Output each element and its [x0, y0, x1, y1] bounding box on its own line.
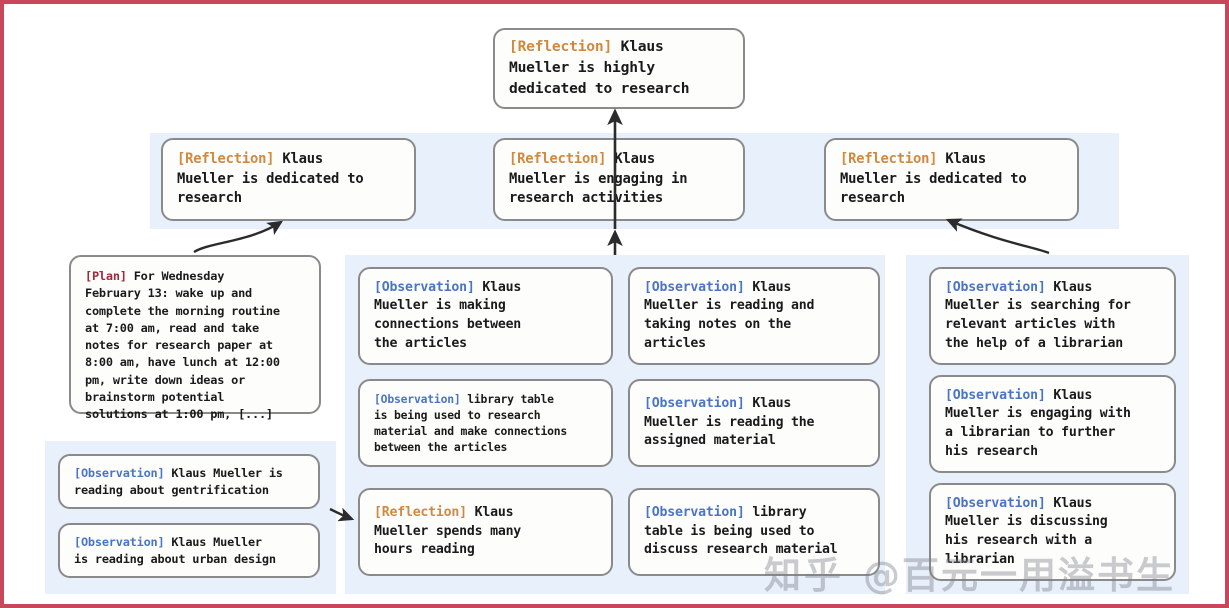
tag-observation: [Observation]: [374, 391, 461, 406]
node-col3-observation-2[interactable]: [Observation] Klaus Mueller is engaging …: [929, 375, 1176, 473]
node-root-reflection-text: [Reflection] Klaus Mueller is highly ded…: [509, 38, 690, 97]
node-col2-observation-3-text: [Observation] library table is being use…: [644, 504, 838, 558]
node-plan[interactable]: [Plan] For Wednesday February 13: wake u…: [69, 255, 321, 421]
node-plan-text: [Plan] For Wednesday February 13: wake u…: [85, 269, 280, 421]
node-reflection-left-text: [Reflection] Klaus Mueller is dedicated …: [177, 151, 364, 207]
node-reflection-left[interactable]: [Reflection] Klaus Mueller is dedicated …: [161, 138, 416, 221]
tag-observation: [Observation]: [74, 465, 165, 480]
node-col3-observation-3[interactable]: [Observation] Klaus Mueller is discussin…: [929, 483, 1176, 581]
tag-observation: [Observation]: [945, 387, 1046, 403]
node-col2-observation-1[interactable]: [Observation] Klaus Mueller is reading a…: [628, 267, 880, 365]
node-col3-observation-1-text: [Observation] Klaus Mueller is searching…: [945, 279, 1131, 351]
node-col1-reflection-text: [Reflection] Klaus Mueller spends many h…: [374, 504, 522, 558]
tag-reflection: [Reflection]: [509, 151, 607, 168]
tag-reflection: [Reflection]: [177, 151, 275, 168]
tag-observation: [Observation]: [644, 504, 745, 520]
node-col3-observation-1[interactable]: [Observation] Klaus Mueller is searching…: [929, 267, 1176, 365]
tag-reflection: [Reflection]: [374, 504, 467, 520]
tag-observation: [Observation]: [644, 279, 745, 295]
node-reflection-right-text: [Reflection] Klaus Mueller is dedicated …: [840, 151, 1027, 207]
node-reflection-center[interactable]: [Reflection] Klaus Mueller is engaging i…: [493, 138, 745, 221]
node-col1-observation-1[interactable]: [Observation] Klaus Mueller is making co…: [358, 267, 613, 365]
node-col3-observation-3-text: [Observation] Klaus Mueller is discussin…: [945, 495, 1108, 567]
node-col1-observation-2[interactable]: [Observation] library table is being use…: [358, 379, 613, 467]
tag-reflection: [Reflection]: [509, 38, 613, 56]
node-col1-observation-2-text: [Observation] library table is being use…: [374, 391, 568, 455]
tag-plan: [Plan]: [85, 269, 127, 283]
node-col1-reflection[interactable]: [Reflection] Klaus Mueller spends many h…: [358, 488, 613, 576]
tag-observation: [Observation]: [374, 279, 475, 295]
node-root-reflection[interactable]: [Reflection] Klaus Mueller is highly ded…: [493, 28, 745, 109]
node-reflection-center-text: [Reflection] Klaus Mueller is engaging i…: [509, 151, 688, 207]
node-col2-observation-2-text: [Observation] Klaus Mueller is reading t…: [644, 395, 815, 449]
tag-observation: [Observation]: [74, 534, 165, 549]
node-col3-observation-2-text: [Observation] Klaus Mueller is engaging …: [945, 387, 1131, 459]
node-col2-observation-2[interactable]: [Observation] Klaus Mueller is reading t…: [628, 379, 880, 467]
node-col1-observation-1-text: [Observation] Klaus Mueller is making co…: [374, 279, 522, 351]
tag-reflection: [Reflection]: [840, 151, 938, 168]
node-left-observation-1[interactable]: [Observation] Klaus Mueller is reading a…: [58, 454, 320, 509]
node-col2-observation-1-text: [Observation] Klaus Mueller is reading a…: [644, 279, 815, 351]
node-col2-observation-3[interactable]: [Observation] library table is being use…: [628, 488, 880, 576]
node-left-observation-2[interactable]: [Observation] Klaus Mueller is reading a…: [58, 523, 320, 578]
tag-observation: [Observation]: [644, 395, 745, 411]
node-left-observation-1-text: [Observation] Klaus Mueller is reading a…: [74, 465, 283, 497]
node-left-observation-2-text: [Observation] Klaus Mueller is reading a…: [74, 534, 276, 566]
tag-observation: [Observation]: [945, 279, 1046, 295]
node-reflection-right[interactable]: [Reflection] Klaus Mueller is dedicated …: [824, 138, 1079, 221]
tag-observation: [Observation]: [945, 495, 1046, 511]
